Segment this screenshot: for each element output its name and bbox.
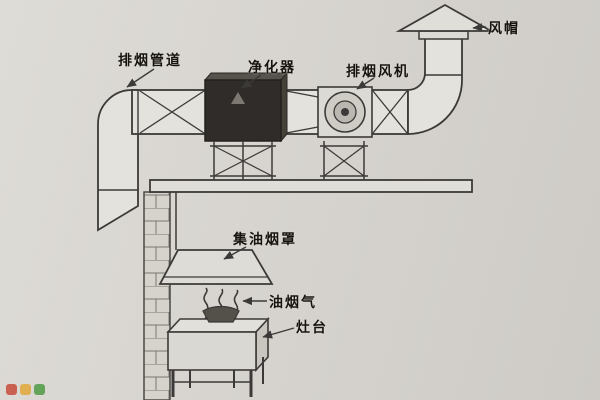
oil-hood [158,192,274,285]
label-exhaust-fan: 排烟风机 [346,64,410,80]
purifier-unit [203,71,289,143]
fan-hub [341,108,349,116]
duct-x-brace [372,90,408,134]
leader-stove-label [262,327,295,339]
label-purifier: 净化器 [248,60,296,76]
riser-top-flange [418,30,469,40]
leader-fan-label [356,77,375,90]
leader-hood-label [223,246,247,260]
leader-cap-label [472,23,487,32]
duct-x-brace [139,90,205,134]
label-oil-hood: 集油烟罩 [233,232,297,248]
label-stove: 灶台 [296,320,328,336]
leader-lines [126,23,487,339]
fan-stand [320,141,368,180]
wind-cap [395,3,495,32]
leader-purifier-label [241,74,262,89]
watermark-block-yellow [20,384,31,395]
label-wind-cap: 风帽 [488,21,520,37]
purifier-warning-mark-icon [231,92,245,104]
purifier-stand [210,141,276,180]
label-exhaust-duct: 排烟管道 [118,53,182,69]
exhaust-fan [317,86,373,138]
left-elbow-duct [97,89,139,232]
stove [166,305,270,397]
watermark-block-red [6,384,17,395]
watermark-block-green [34,384,45,395]
wok-pot [202,305,240,323]
brick-wall-column [143,191,171,400]
riser-duct [407,30,469,135]
label-oil-fume: 油烟气 [269,295,317,311]
watermark [6,384,45,395]
leader-duct-label [126,68,155,88]
support-beam [149,179,473,193]
